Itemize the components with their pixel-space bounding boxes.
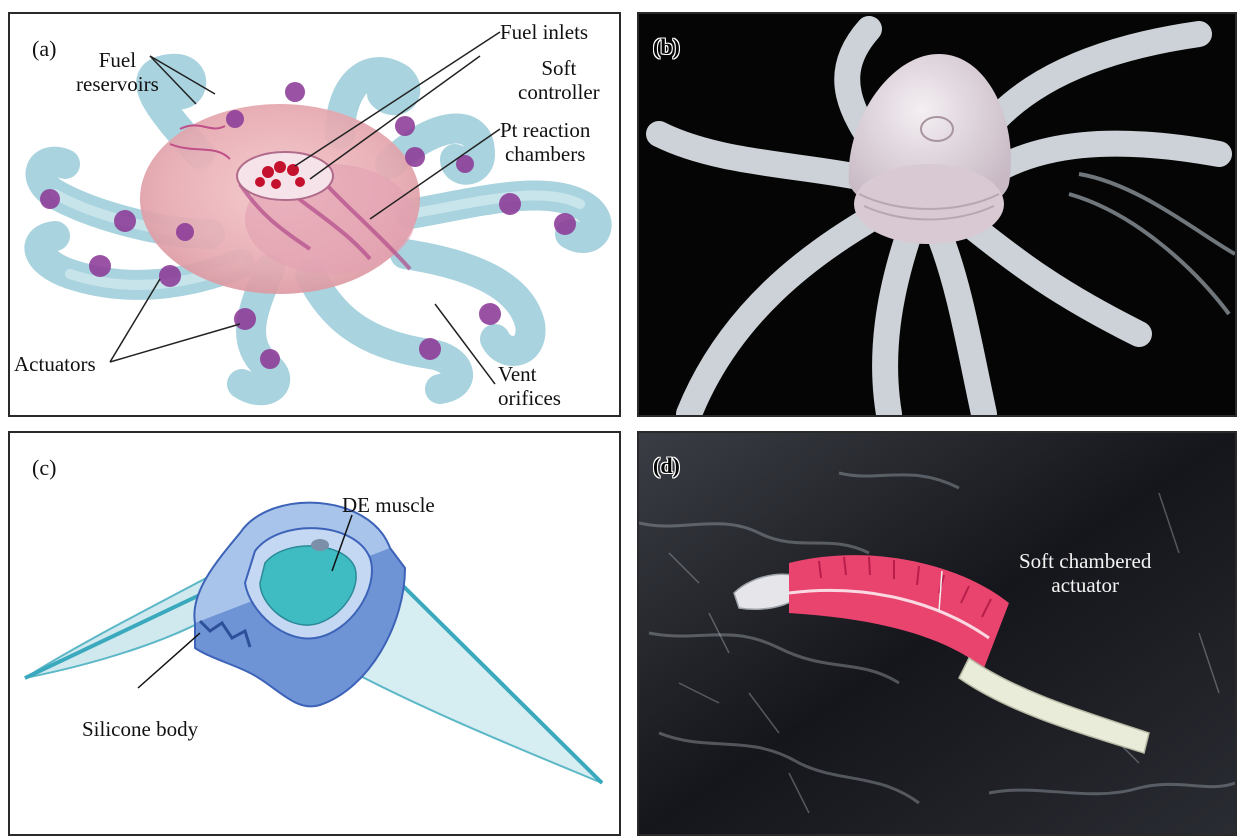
silicone-octopus-robot <box>639 14 1235 415</box>
panel-a-octopus-diagram: (a) Fuel reservoirs Fuel inlets Soft con… <box>8 12 621 417</box>
silicone-body-label: Silicone body <box>82 717 198 741</box>
vent-orifices-label: Vent orifices <box>498 362 561 410</box>
robotic-fish-photo <box>639 433 1235 834</box>
jellyfish-robot-illustration <box>10 433 619 834</box>
fuel-inlets-label: Fuel inlets <box>500 20 588 44</box>
panel-c-jellyfish-diagram: (c) DE muscle Silicone body <box>8 431 621 836</box>
panel-d-robotic-fish-photo: (d) Soft chambered actuator <box>637 431 1237 836</box>
panel-b-silicone-octopus-photo: (b) <box>637 12 1237 417</box>
panel-c-letter: (c) <box>32 455 56 481</box>
de-muscle-label: DE muscle <box>342 493 435 517</box>
panel-d-letter: (d) <box>653 453 680 479</box>
soft-controller-label: Soft controller <box>518 56 600 104</box>
actuators-label: Actuators <box>14 352 96 376</box>
panel-b-letter: (b) <box>653 34 680 60</box>
panel-a-letter: (a) <box>32 36 56 62</box>
soft-chambered-actuator-label: Soft chambered actuator <box>1019 549 1151 597</box>
pt-reaction-chambers-label: Pt reaction chambers <box>500 118 590 166</box>
fuel-reservoirs-label: Fuel reservoirs <box>76 48 159 96</box>
